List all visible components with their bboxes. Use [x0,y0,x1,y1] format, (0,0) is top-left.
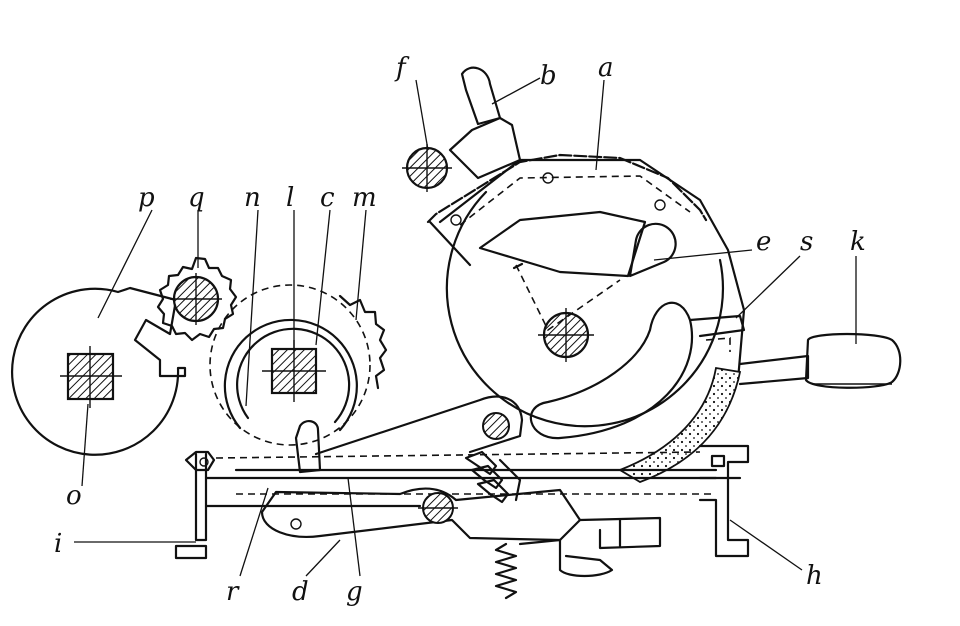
label-k: k [850,227,866,257]
label-f: f [394,53,410,83]
label-p: p [138,183,155,213]
leader-lines [74,77,857,577]
label-b: b [540,61,557,91]
label-l: l [286,183,294,213]
slide-rail [204,451,718,508]
handle-b [448,66,522,180]
drum-c [209,284,388,446]
lever-arm [294,395,524,474]
handle-k [738,332,902,389]
label-e: e [756,227,771,257]
cam-disc-p [11,286,187,456]
label-g: g [346,577,363,607]
label-q: q [188,183,205,213]
pawl-block [464,450,522,504]
coil-spring [494,542,518,600]
label-s: s [800,227,813,257]
slider-h [578,444,750,558]
label-o: o [66,481,82,511]
gear-q [156,256,238,342]
label-n: n [244,183,261,213]
label-h: h [806,561,823,591]
frame-i [174,450,216,560]
pawl-s [688,314,746,352]
label-a: a [598,53,614,83]
square-shaft-o [60,346,122,408]
label-d: d [292,577,309,607]
label-i: i [54,529,62,559]
label-r: r [226,577,240,607]
linkage-d [260,487,614,578]
knob-f [402,144,452,192]
label-c: c [320,183,335,213]
label-m: m [352,183,377,213]
sector-plate-a [426,153,746,440]
